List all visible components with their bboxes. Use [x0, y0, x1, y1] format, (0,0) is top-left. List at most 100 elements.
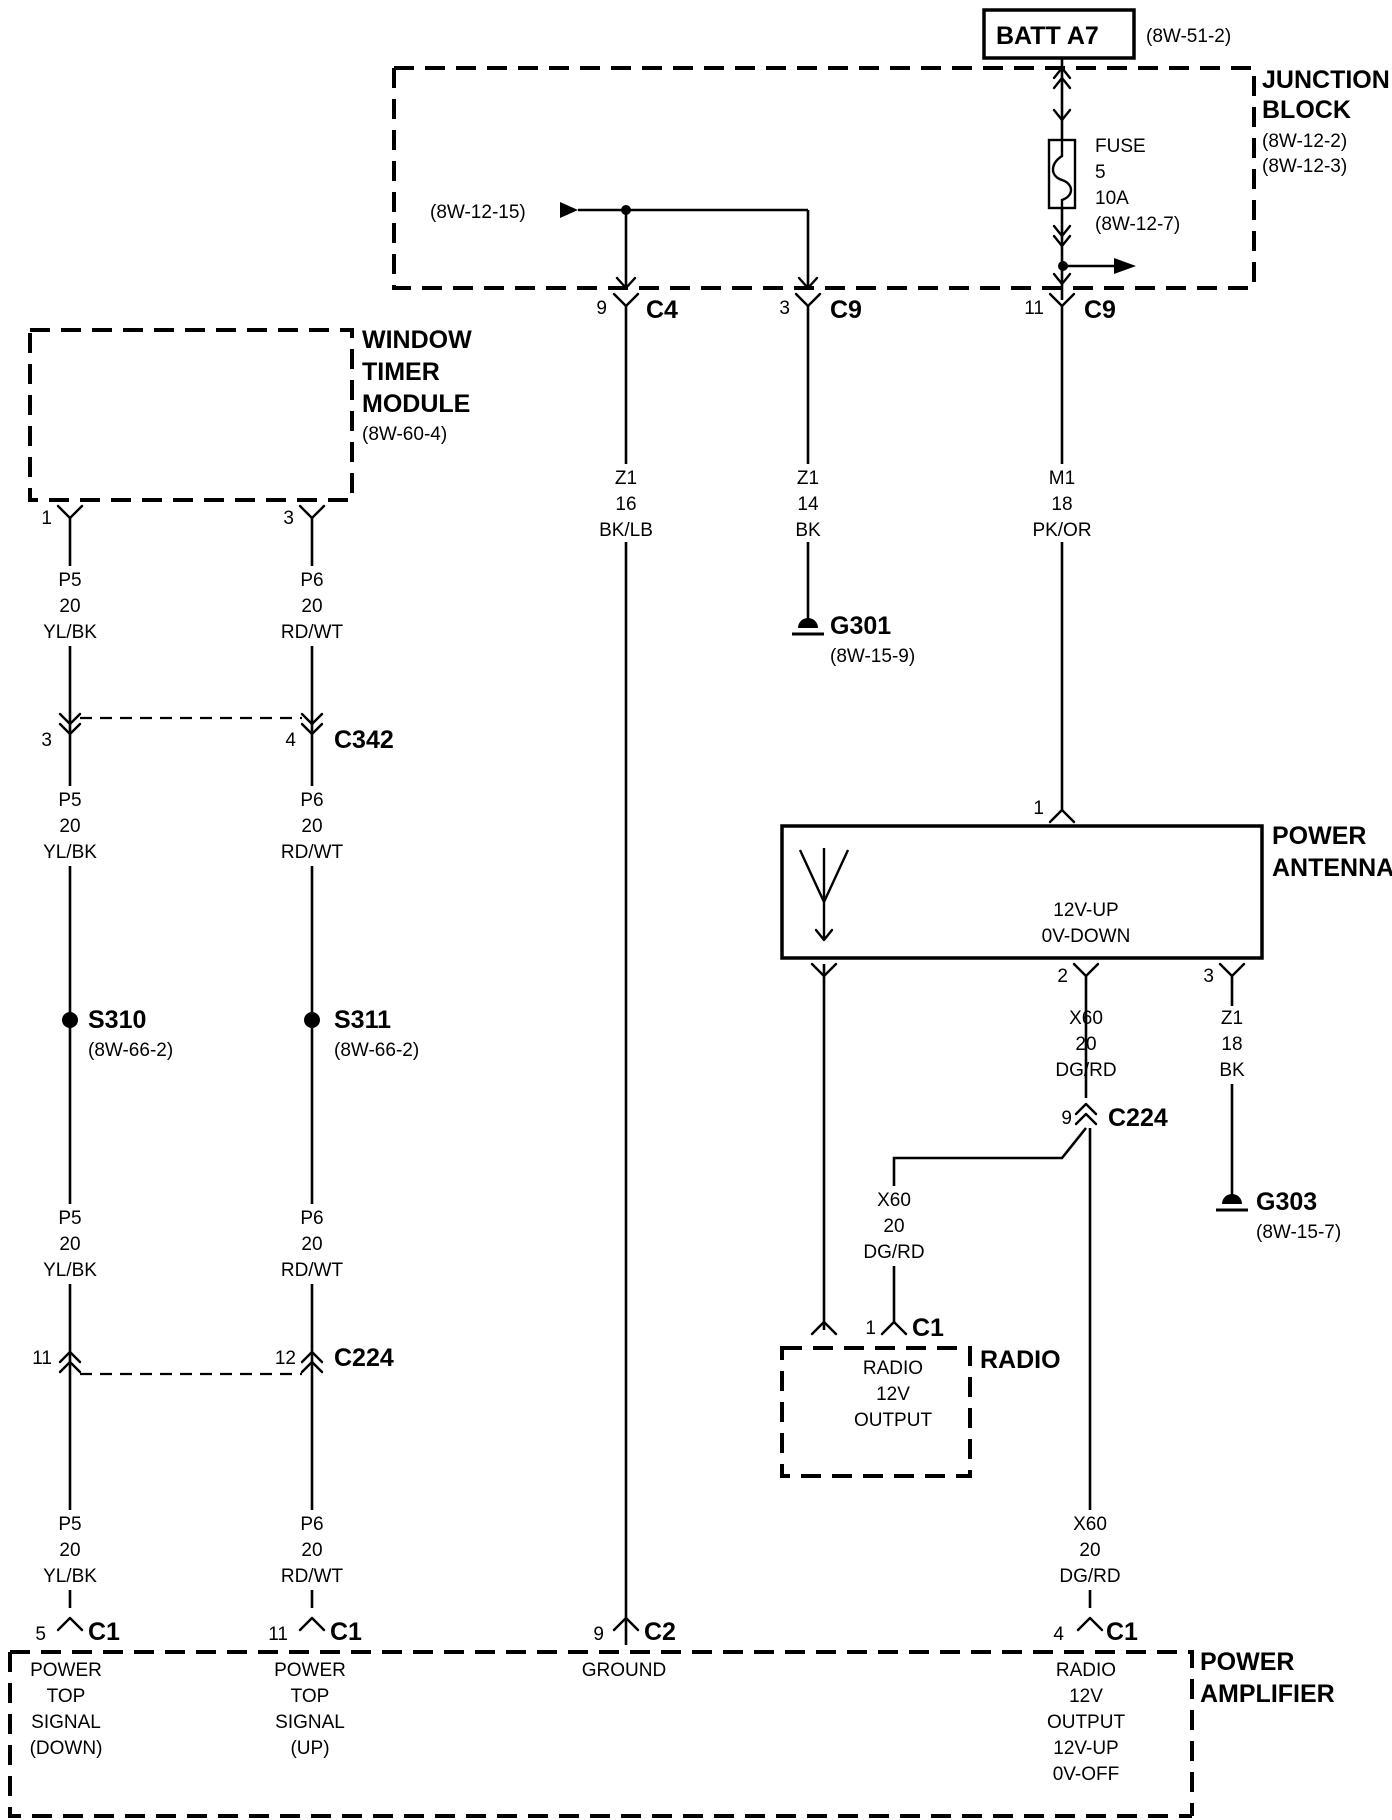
jb-input-ref: (8W-12-15) [430, 202, 526, 223]
svg-text:Z1: Z1 [1221, 1008, 1243, 1029]
svg-text:BK: BK [795, 520, 821, 541]
svg-text:5: 5 [35, 1624, 46, 1645]
svg-text:WINDOW: WINDOW [362, 326, 472, 354]
batt-connector-icon [1052, 66, 1072, 90]
svg-text:20: 20 [301, 596, 322, 617]
svg-text:S310: S310 [88, 1006, 146, 1034]
svg-text:9: 9 [1061, 1108, 1072, 1129]
svg-text:M1: M1 [1049, 468, 1075, 489]
svg-text:AMPLIFIER: AMPLIFIER [1200, 1680, 1335, 1708]
svg-text:RD/WT: RD/WT [281, 1260, 344, 1281]
svg-text:1: 1 [1033, 798, 1044, 819]
svg-text:C1: C1 [330, 1618, 362, 1646]
svg-text:2: 2 [1057, 966, 1068, 987]
antenna-icon [798, 848, 850, 940]
junction-block-title-1: JUNCTION [1262, 66, 1390, 94]
svg-text:TIMER: TIMER [362, 358, 440, 386]
svg-text:20: 20 [1079, 1540, 1100, 1561]
fuse-number: 5 [1095, 162, 1106, 183]
svg-text:20: 20 [301, 1540, 322, 1561]
svg-text:P6: P6 [300, 1208, 323, 1229]
connector-c224-left: 11 12 C224 [32, 1344, 394, 1376]
svg-text:P6: P6 [300, 1514, 323, 1535]
svg-text:RD/WT: RD/WT [281, 622, 344, 643]
svg-text:20: 20 [59, 1540, 80, 1561]
svg-text:20: 20 [1075, 1034, 1096, 1055]
svg-text:P6: P6 [300, 570, 323, 591]
svg-text:(8W-66-2): (8W-66-2) [88, 1040, 173, 1061]
amp-c1-pin4: 4 C1 [1053, 1616, 1138, 1646]
svg-text:G301: G301 [830, 612, 891, 640]
svg-text:BK/LB: BK/LB [599, 520, 653, 541]
svg-text:16: 16 [615, 494, 636, 515]
svg-text:C224: C224 [1108, 1104, 1168, 1132]
svg-text:(DOWN): (DOWN) [30, 1738, 103, 1759]
svg-text:3: 3 [283, 508, 294, 529]
svg-text:20: 20 [301, 816, 322, 837]
wtm-pin-3: 3 [283, 504, 326, 529]
svg-text:C2: C2 [644, 1618, 676, 1646]
svg-text:DG/RD: DG/RD [1059, 1566, 1120, 1587]
junction-block: JUNCTION BLOCK (8W-12-2) (8W-12-3) FUSE … [392, 58, 1390, 300]
power-amplifier: POWER AMPLIFIER POWER TOP SIGNAL (DOWN) … [8, 1648, 1335, 1818]
batt-label: BATT A7 [996, 22, 1099, 50]
junction-block-title-2: BLOCK [1262, 96, 1351, 124]
svg-text:C9: C9 [830, 296, 862, 324]
svg-text:(8W-15-7): (8W-15-7) [1256, 1222, 1341, 1243]
svg-text:18: 18 [1221, 1034, 1242, 1055]
svg-text:C4: C4 [646, 296, 678, 324]
svg-text:OUTPUT: OUTPUT [1047, 1712, 1126, 1733]
svg-text:20: 20 [59, 596, 80, 617]
radio-c1: 1 C1 [865, 1310, 944, 1342]
svg-text:9: 9 [596, 298, 607, 319]
svg-text:11: 11 [1024, 298, 1044, 319]
svg-text:S311: S311 [334, 1006, 391, 1034]
svg-text:C1: C1 [88, 1618, 120, 1646]
arrow-right-icon [1114, 258, 1136, 274]
svg-text:P6: P6 [300, 790, 323, 811]
radio: RADIO RADIO 12V OUTPUT [780, 1346, 1061, 1478]
svg-text:(8W-66-2): (8W-66-2) [334, 1040, 419, 1061]
junction-block-ref-1: (8W-12-2) [1262, 131, 1347, 152]
svg-text:C224: C224 [334, 1344, 394, 1372]
batt-ref: (8W-51-2) [1146, 26, 1231, 47]
svg-text:P5: P5 [58, 1514, 81, 1535]
ant-pin-3: 3 [1203, 962, 1246, 987]
connector-c4-jb: 9 C4 [596, 292, 678, 324]
svg-text:P5: P5 [58, 570, 81, 591]
svg-text:12: 12 [275, 1348, 296, 1369]
svg-text:C1: C1 [912, 1314, 944, 1342]
svg-text:(8W-60-4): (8W-60-4) [362, 424, 447, 445]
ant-pin-2: 2 [1057, 962, 1100, 987]
svg-text:Z1: Z1 [797, 468, 819, 489]
svg-text:3: 3 [1203, 966, 1214, 987]
svg-text:DG/RD: DG/RD [1055, 1060, 1116, 1081]
fuse-label: FUSE [1095, 136, 1146, 157]
power-antenna: POWER ANTENNA 12V-UP 0V-DOWN [780, 822, 1392, 960]
fuse-rating: 10A [1095, 188, 1129, 209]
svg-text:12V: 12V [876, 1384, 910, 1405]
amp-c2-pin9: 9 C2 [593, 1616, 676, 1646]
amp-c1-pin11: 11 C1 [268, 1616, 362, 1646]
svg-text:POWER: POWER [1272, 822, 1366, 850]
svg-text:SIGNAL: SIGNAL [275, 1712, 345, 1733]
amp-c1-pin5: 5 C1 [35, 1616, 120, 1646]
svg-text:GROUND: GROUND [582, 1660, 666, 1681]
svg-text:TOP: TOP [47, 1686, 86, 1707]
svg-text:12V-UP: 12V-UP [1053, 1738, 1118, 1759]
svg-text:1: 1 [865, 1318, 876, 1339]
fuse-ref: (8W-12-7) [1095, 214, 1180, 235]
svg-text:X60: X60 [1073, 1514, 1107, 1535]
svg-text:X60: X60 [877, 1190, 911, 1211]
svg-text:YL/BK: YL/BK [43, 842, 97, 863]
ant-pin-1: 1 [1033, 798, 1076, 824]
svg-text:X60: X60 [1069, 1008, 1103, 1029]
svg-text:12V-UP: 12V-UP [1053, 900, 1118, 921]
svg-text:3: 3 [41, 730, 52, 751]
svg-text:YL/BK: YL/BK [43, 1566, 97, 1587]
svg-text:11: 11 [268, 1624, 288, 1645]
ground-g301: G301 (8W-15-9) [792, 612, 915, 667]
svg-text:9: 9 [593, 1624, 604, 1645]
connector-c224-antenna: 9 C224 [1061, 1102, 1168, 1132]
